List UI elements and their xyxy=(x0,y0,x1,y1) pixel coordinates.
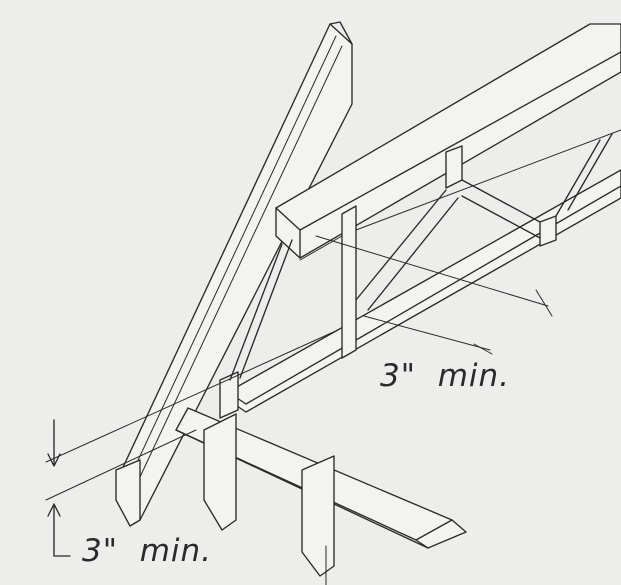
wall-posts xyxy=(115,413,335,577)
truss-verticals xyxy=(219,145,557,419)
dimension-lines xyxy=(45,235,553,585)
dimension-label-upper: 3" min. xyxy=(380,358,511,394)
top-chord xyxy=(275,23,621,259)
dimension-label-lower: 3" min. xyxy=(82,533,213,569)
truss-webs xyxy=(229,129,621,381)
